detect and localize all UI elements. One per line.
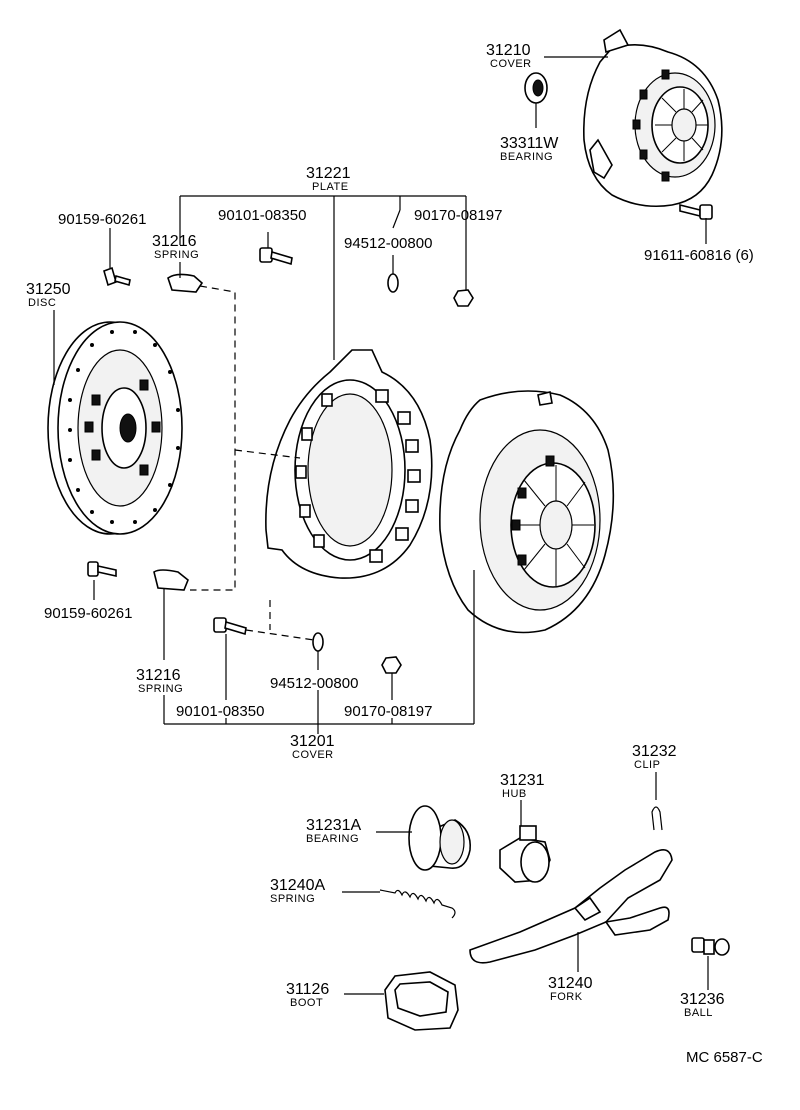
part-number: 90101-08350 (218, 207, 306, 224)
part-name: CLIP (634, 759, 660, 771)
part-number: 94512-00800 (344, 235, 432, 252)
callout-cover-31210: 31210 COVER (486, 42, 532, 70)
bolt-upper-mid-part (259, 247, 293, 266)
part-number: 31210 (486, 42, 531, 59)
part-name: SPRING (270, 893, 315, 905)
part-name: SPRING (138, 683, 183, 695)
part-number: 91611-60816 (6) (644, 247, 754, 264)
part-number: 31240 (548, 975, 593, 992)
part-number: 33311W (500, 135, 559, 152)
bolt-91611-part (679, 203, 713, 220)
leader-lines (53, 56, 709, 995)
part-number: 90159-60261 (44, 605, 132, 622)
callout-bolt-upper-mid: 90101-08350 (218, 207, 306, 224)
part-name: BALL (684, 1007, 713, 1019)
diagram-code: MC 6587-C (686, 1049, 763, 1066)
boot-31126-part (384, 971, 459, 1031)
callout-washer-lower: 94512-00800 (270, 675, 358, 692)
part-number: 31231A (306, 817, 361, 834)
callout-ball-31236: 31236 BALL (680, 991, 725, 1019)
part-number: 31236 (680, 991, 725, 1008)
part-name: COVER (292, 749, 334, 761)
callout-bolt-lower-left: 90159-60261 (44, 605, 132, 622)
callout-boot-31126: 31126 BOOT (286, 981, 329, 1009)
callout-spring-upper: 31216 SPRING (152, 233, 199, 261)
bolt-upper-left-part (103, 266, 131, 287)
part-number: 90170-08197 (344, 703, 432, 720)
callout-bolt-91611: 91611-60816 (6) (644, 247, 754, 264)
spring-upper-part (167, 273, 204, 293)
part-number: 31201 (290, 733, 335, 750)
callout-spring-31240a: 31240A SPRING (270, 877, 325, 905)
part-name: SPRING (154, 249, 199, 261)
part-name: PLATE (312, 181, 349, 193)
part-name: HUB (502, 788, 527, 800)
callout-nut-lower-right: 90170-08197 (344, 703, 432, 720)
clip-31232-part (651, 806, 663, 831)
nut-upper-right-part (453, 289, 474, 307)
plate-31221-part (265, 349, 433, 579)
washer-upper-part (387, 273, 399, 293)
cover-31201-part (439, 390, 615, 634)
part-number: 31216 (152, 233, 197, 250)
bolt-lower-left-part (87, 561, 117, 577)
part-number: 94512-00800 (270, 675, 358, 692)
part-number: 31232 (632, 743, 677, 760)
washer-lower-part (312, 632, 324, 652)
part-number: 31231 (500, 772, 545, 789)
part-name: COVER (490, 58, 532, 70)
spring-31240a-part (379, 889, 456, 919)
ball-31236-part (691, 937, 730, 956)
callout-plate-31221: 31221 PLATE (306, 165, 351, 193)
callout-bolt-upper-left: 90159-60261 (58, 211, 146, 228)
part-number: 90101-08350 (176, 703, 264, 720)
part-name: BOOT (290, 997, 323, 1009)
callout-clip-31232: 31232 CLIP (632, 743, 677, 771)
spring-lower-part (153, 569, 189, 591)
nut-lower-right-part (381, 656, 402, 674)
callout-fork-31240: 31240 FORK (548, 975, 593, 1003)
part-name: DISC (28, 297, 56, 309)
callout-cover-31201: 31201 COVER (290, 733, 335, 761)
release-bearing-31231a-part (408, 805, 472, 871)
part-number: 31126 (286, 981, 329, 998)
part-number: 31250 (26, 281, 71, 298)
callout-disc-31250: 31250 DISC (26, 281, 71, 309)
callout-spring-lower: 31216 SPRING (136, 667, 183, 695)
part-number: 90170-08197 (414, 207, 502, 224)
part-number: 31216 (136, 667, 181, 684)
callout-washer-upper: 94512-00800 (344, 235, 432, 252)
part-name: FORK (550, 991, 583, 1003)
part-number: 31221 (306, 165, 351, 182)
callout-nut-upper-right: 90170-08197 (414, 207, 502, 224)
part-name: BEARING (500, 151, 553, 163)
fork-31240-part (469, 849, 673, 964)
disc-31250-part (47, 321, 183, 535)
hub-31231-part (499, 825, 551, 883)
part-number: 31240A (270, 877, 325, 894)
callout-bearing-31231a: 31231A BEARING (306, 817, 361, 845)
callout-bolt-lower-mid: 90101-08350 (176, 703, 264, 720)
bolt-lower-mid-part (213, 617, 247, 636)
part-number: 90159-60261 (58, 211, 146, 228)
callout-hub-31231: 31231 HUB (500, 772, 545, 800)
bearing-33311w-part (524, 72, 548, 104)
cover-31210-part (583, 28, 723, 208)
part-name: BEARING (306, 833, 359, 845)
callout-bearing-33311w: 33311W BEARING (500, 135, 559, 163)
